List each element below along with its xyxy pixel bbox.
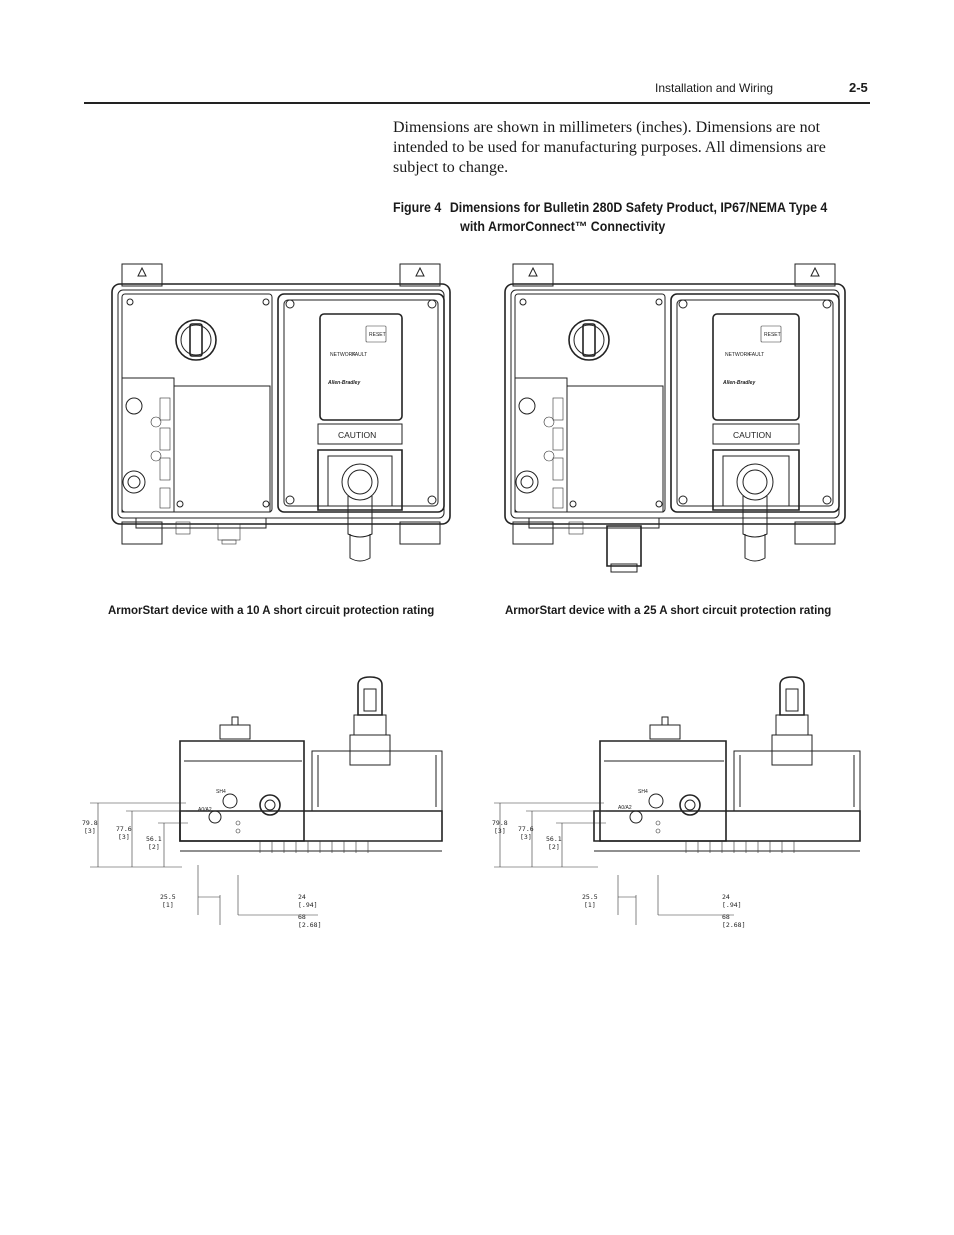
header-rule — [84, 102, 870, 104]
reset-label-25a: RESET — [764, 332, 781, 338]
fault-label-25a: FAULT — [749, 352, 764, 358]
dim-left-d3: 56.1 — [146, 835, 162, 843]
front-view-25a: RESET NETWORK FAULT Allen-Bradley CAUTIO… — [504, 263, 846, 573]
dim-right-d2: 77.6 — [518, 825, 534, 833]
dim-right-d6: 68 — [722, 913, 730, 921]
dim-left-d5-in: [.94] — [298, 901, 318, 909]
dim-right-d6-in: [2.68] — [722, 921, 745, 929]
dim-right-d1: 79.8 — [492, 819, 508, 827]
dim-left-d2: 77.6 — [116, 825, 132, 833]
figure-title-line2: with ArmorConnect™ Connectivity — [460, 219, 666, 234]
brand-label: Allen-Bradley — [327, 380, 360, 386]
dim-left-d1: 79.8 — [82, 819, 98, 827]
caution-label: CAUTION — [338, 430, 376, 440]
dim-left-d2-in: [3] — [118, 833, 130, 841]
dim-left-d6-in: [2.68] — [298, 921, 321, 929]
running-header-section: Installation and Wiring — [655, 81, 774, 95]
dim-right-d1-in: [3] — [494, 827, 506, 835]
dim-right-d3: 56.1 — [546, 835, 562, 843]
network-label: NETWORK — [330, 352, 356, 358]
sh4-label: SH4 — [216, 789, 226, 795]
caption-25a: ArmorStart device with a 25 A short circ… — [505, 605, 832, 617]
caution-label-25a: CAUTION — [733, 430, 771, 440]
page-number: 2-5 — [849, 80, 868, 95]
figure-number: Figure 4 — [393, 200, 442, 215]
dim-left-d4-in: [1] — [162, 901, 174, 909]
intro-paragraph: Dimensions are shown in millimeters (inc… — [393, 119, 826, 176]
network-label-25a: NETWORK — [725, 352, 751, 358]
fault-label: FAULT — [352, 352, 367, 358]
dim-right-d3-in: [2] — [548, 843, 560, 851]
dim-left-d6: 68 — [298, 913, 306, 921]
dim-right-d5: 24 — [722, 893, 730, 901]
brand-label-25a: Allen-Bradley — [722, 380, 755, 386]
caption-10a: ArmorStart device with a 10 A short circ… — [108, 605, 435, 617]
front-view-10a: RESET NETWORK FAULT Allen-Bradley CAUTIO… — [111, 263, 451, 562]
bottom-view-25a: SH4 A0/A2 79.8 [3] 77.6 [3] 56.1 [2] 25.… — [492, 676, 861, 929]
a0a2-label-25a: A0/A2 — [618, 805, 632, 811]
dim-left-d3-in: [2] — [148, 843, 160, 851]
dim-right-d4: 25.5 — [582, 893, 598, 901]
a0a2-label: A0/A2 — [198, 807, 212, 813]
dim-right-d4-in: [1] — [584, 901, 596, 909]
figure-caption: Figure 4 Dimensions for Bulletin 280D Sa… — [393, 198, 835, 236]
bottom-view-10a: SH4 A0/A2 79.8 [3] 77.6 [3] 56.1 [2] 25.… — [82, 676, 443, 929]
dim-left-d5: 24 — [298, 893, 306, 901]
dim-left-d1-in: [3] — [84, 827, 96, 835]
dim-right-d2-in: [3] — [520, 833, 532, 841]
dim-right-d5-in: [.94] — [722, 901, 742, 909]
dim-left-d4: 25.5 — [160, 893, 176, 901]
figure-title-line1: Dimensions for Bulletin 280D Safety Prod… — [449, 200, 828, 215]
reset-label: RESET — [369, 332, 386, 338]
sh4-label-25a: SH4 — [638, 789, 648, 795]
